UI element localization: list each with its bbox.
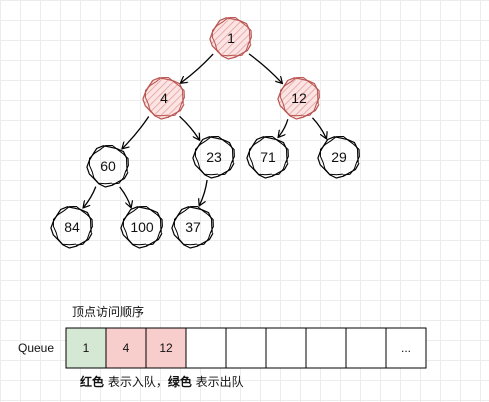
tree-node-4: 4 bbox=[142, 76, 185, 120]
tree-node-84: 84 bbox=[50, 205, 93, 249]
queue-cell-box bbox=[345, 327, 387, 369]
visit-order-caption: 顶点访问顺序 bbox=[72, 304, 144, 319]
edge-n12-n71 bbox=[279, 119, 289, 136]
node-outline-sketch bbox=[279, 76, 320, 117]
queue-cell bbox=[305, 327, 347, 369]
node-label: 1 bbox=[227, 30, 235, 46]
tree-node-12: 12 bbox=[277, 76, 320, 120]
tree-edges bbox=[84, 53, 326, 208]
queue-cell: ... bbox=[385, 327, 427, 369]
node-outline-sketch bbox=[122, 205, 163, 246]
legend-red-word: 红色 bbox=[80, 374, 104, 389]
queue-cell: 4 bbox=[105, 327, 147, 369]
edge-n60-n100 bbox=[119, 186, 131, 207]
node-label: 29 bbox=[331, 149, 347, 165]
queue: 1 4 12... bbox=[65, 327, 427, 369]
node-outline-sketch bbox=[319, 135, 360, 176]
edge-n12-n29 bbox=[311, 117, 326, 138]
edge-n4-n23 bbox=[179, 115, 200, 139]
node-label: 12 bbox=[291, 90, 307, 106]
node-label: 71 bbox=[260, 149, 276, 165]
node-label: 100 bbox=[130, 219, 154, 235]
tree-node-60: 60 bbox=[86, 144, 129, 188]
node-outline-sketch bbox=[144, 76, 185, 117]
node-outline-sketch bbox=[173, 205, 214, 246]
queue-cell-box bbox=[105, 327, 147, 369]
queue-cell: 12 bbox=[145, 327, 187, 369]
edge-n23-n37 bbox=[200, 179, 208, 205]
queue-cell-box bbox=[265, 327, 307, 369]
queue-cell-box bbox=[145, 327, 187, 369]
legend-green-text: 表示出队 bbox=[192, 374, 244, 389]
node-label: 60 bbox=[100, 158, 116, 174]
queue-cell-label: 4 bbox=[123, 341, 130, 355]
legend-green-word: 绿色 bbox=[168, 374, 192, 389]
queue-cell-label: 1 bbox=[83, 341, 90, 355]
edge-n60-n84 bbox=[84, 186, 97, 208]
queue-cell bbox=[185, 327, 227, 369]
legend-red-text: 表示入队， bbox=[104, 374, 168, 389]
tree-node-37: 37 bbox=[171, 205, 214, 249]
tree-node-100: 100 bbox=[120, 205, 163, 249]
queue-cell bbox=[225, 327, 267, 369]
edge-n4-n60 bbox=[123, 116, 150, 149]
queue-cell-box bbox=[385, 327, 427, 369]
queue-cell-box bbox=[305, 327, 347, 369]
node-hatch-fill bbox=[144, 78, 184, 118]
node-outline-sketch bbox=[211, 16, 252, 57]
edge-n1-n12 bbox=[248, 53, 282, 83]
queue-title: Queue bbox=[18, 341, 54, 355]
node-label: 4 bbox=[160, 90, 168, 106]
node-hatch-fill bbox=[211, 18, 251, 58]
node-outline-sketch bbox=[88, 144, 129, 185]
node-label: 23 bbox=[206, 149, 222, 165]
tree-node-71: 71 bbox=[246, 135, 289, 179]
node-outline-sketch bbox=[52, 205, 93, 246]
node-outline-sketch bbox=[194, 135, 235, 176]
tree-node-23: 23 bbox=[192, 135, 235, 179]
tree-node-29: 29 bbox=[317, 135, 360, 179]
queue-cell: 1 bbox=[65, 327, 107, 369]
legend: 红色 表示入队，绿色 表示出队 bbox=[80, 374, 244, 389]
queue-cell-label: ... bbox=[401, 341, 411, 355]
node-hatch-fill bbox=[279, 78, 319, 118]
queue-cell bbox=[345, 327, 387, 369]
tree-nodes: 1 4 12 60 23 71 29 84 100 37 bbox=[50, 16, 360, 249]
node-label: 37 bbox=[185, 219, 201, 235]
queue-cell-label: 12 bbox=[159, 341, 173, 355]
tree-node-1: 1 bbox=[209, 16, 252, 60]
queue-cell-box bbox=[225, 327, 267, 369]
queue-cell bbox=[265, 327, 307, 369]
node-outline-sketch bbox=[248, 135, 289, 176]
node-label: 84 bbox=[64, 219, 80, 235]
queue-cell-box bbox=[185, 327, 227, 369]
queue-cell-box bbox=[65, 327, 107, 369]
edge-n1-n4 bbox=[181, 53, 214, 83]
